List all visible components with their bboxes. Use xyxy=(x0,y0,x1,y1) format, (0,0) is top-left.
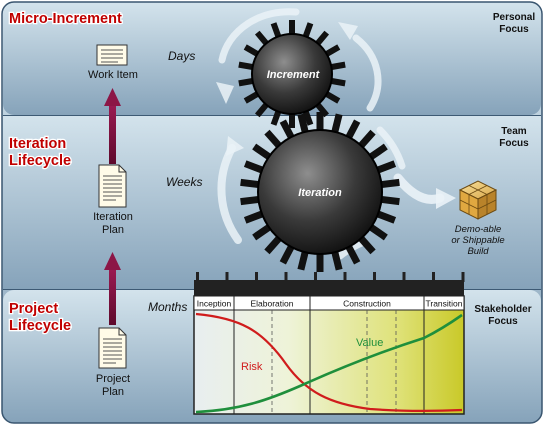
work-item-label: Work Item xyxy=(88,69,138,81)
gear-tooth xyxy=(289,20,295,38)
increment-rotation-arrow-left xyxy=(218,8,300,64)
gear-tooth xyxy=(316,112,324,134)
iteration-gear xyxy=(240,112,400,272)
plan-to-work-item-arrow xyxy=(104,88,121,164)
phase-label-inception: Inception xyxy=(197,299,232,309)
timeline-bar xyxy=(194,280,464,296)
timeline-tick xyxy=(284,272,288,282)
iteration-gear-label: Iteration xyxy=(298,187,342,199)
timeline-tick xyxy=(255,272,258,282)
phase-chart-area xyxy=(193,295,465,415)
increment-gear-label: Increment xyxy=(267,69,321,81)
weeks-label: Weeks xyxy=(166,175,202,189)
deliverable-arrowhead xyxy=(436,188,456,209)
increment-rotation-arrowhead-left xyxy=(216,82,234,104)
phase-label-elaboration: Elaboration xyxy=(250,299,293,309)
gear-tooth xyxy=(377,195,400,206)
risk-label: Risk xyxy=(241,361,263,373)
iteration-rotation-arrowhead-left xyxy=(226,136,244,156)
timeline-tick xyxy=(196,272,199,282)
gear-tooth xyxy=(240,195,263,206)
phase-label-transition: Transition xyxy=(425,299,462,309)
iteration-rotation-arrow-left xyxy=(217,144,242,244)
project-plan-document-icon xyxy=(98,327,127,369)
increment-rotation-arrow-right xyxy=(352,34,382,112)
increment-rotation-arrowhead-right xyxy=(338,22,358,40)
phase-label-construction: Construction xyxy=(343,299,391,309)
gear-tooth xyxy=(289,110,295,128)
micro-increment-title: Micro-Increment xyxy=(9,11,122,27)
gear-tooth xyxy=(316,250,324,272)
plan-to-plan-arrow xyxy=(104,252,121,325)
gear-tooth xyxy=(377,178,400,189)
days-label: Days xyxy=(168,49,195,63)
value-label: Value xyxy=(356,337,383,349)
risk-curve xyxy=(195,312,463,413)
timeline-tick xyxy=(461,272,465,282)
increment-gear xyxy=(238,20,346,128)
timeline-tick xyxy=(402,272,406,282)
gear-body xyxy=(251,33,333,115)
timeline-tick xyxy=(432,272,435,282)
timeline-ticks xyxy=(196,272,465,282)
build-box-icon xyxy=(458,180,498,220)
months-label: Months xyxy=(148,300,187,314)
timeline-tick xyxy=(343,272,347,282)
value-curve xyxy=(195,313,463,414)
timeline-tick xyxy=(373,272,376,282)
work-item-icon xyxy=(96,44,128,66)
iteration-rotation-arrow-right xyxy=(376,126,406,170)
gear-tooth xyxy=(240,178,263,189)
gear-body xyxy=(257,129,383,255)
timeline-tick xyxy=(314,272,317,282)
phase-chart: Inception Elaboration Construction Transiti… xyxy=(193,272,465,415)
timeline-tick xyxy=(225,272,229,282)
phase-header-row xyxy=(193,295,465,311)
iteration-plan-document-icon xyxy=(98,164,127,208)
